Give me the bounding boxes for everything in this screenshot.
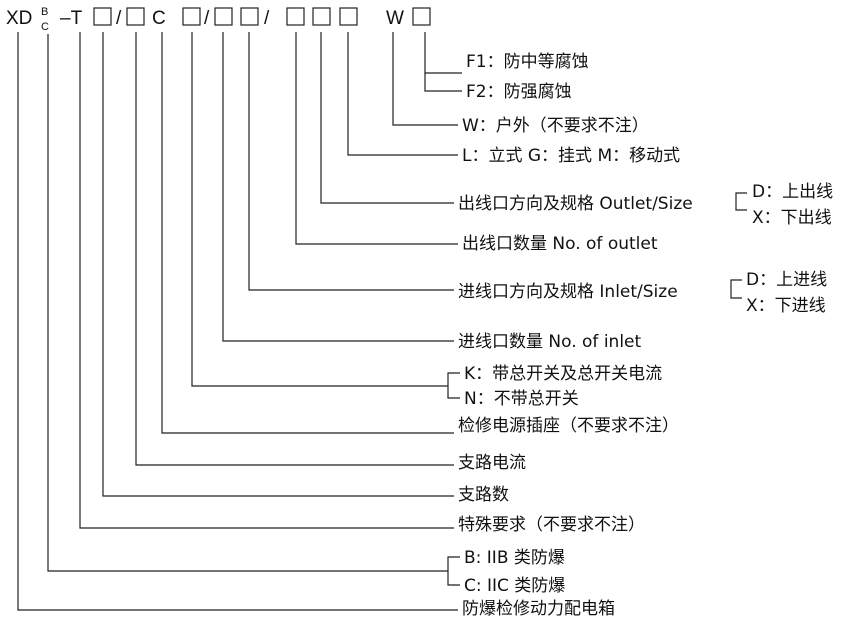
- code-slash-2: /: [204, 8, 210, 29]
- code-box-5: [240, 7, 259, 26]
- leader-special: [79, 32, 454, 529]
- label-outlet-dir: 出线口方向及规格 Outlet/Size: [458, 194, 693, 214]
- code-c-letter: C: [152, 8, 166, 29]
- leader-branch-current: [135, 32, 454, 466]
- model-code-row: XD B C –T / C / / W: [6, 6, 431, 33]
- label-c: C: IIC 类防爆: [464, 576, 565, 596]
- leader-kn: [191, 32, 448, 387]
- code-box-9: [412, 7, 431, 26]
- leader-bc: [47, 34, 448, 572]
- code-box-6: [286, 7, 305, 26]
- leader-socket: [161, 32, 454, 434]
- leader-f: [424, 32, 462, 74]
- labels: F1：防中等腐蚀 F2：防强腐蚀 W：户外（不要求不注） L：立式 G：挂式 M…: [458, 52, 833, 619]
- leader-branch-count: [102, 32, 454, 497]
- bracket-bc: [447, 556, 460, 586]
- label-f2: F2：防强腐蚀: [466, 82, 572, 102]
- label-inlet-num: 进线口数量 No. of inlet: [458, 332, 641, 352]
- label-socket: 检修电源插座（不要求不注）: [458, 416, 679, 436]
- code-box-4: [214, 7, 233, 26]
- code-t-part: –T: [60, 8, 83, 29]
- code-box-8: [339, 7, 358, 26]
- leader-inlet-dir: [248, 32, 454, 291]
- label-branch-count: 支路数: [458, 485, 509, 505]
- label-inlet-dir: 进线口方向及规格 Inlet/Size: [458, 282, 678, 302]
- code-w-letter: W: [386, 8, 404, 29]
- bracket-inlet: [730, 279, 742, 299]
- label-branch-current: 支路电流: [458, 453, 526, 473]
- leader-w: [392, 32, 458, 126]
- code-slash-1: /: [116, 8, 122, 29]
- code-prefix: XD: [6, 8, 32, 29]
- label-special: 特殊要求（不要求不注）: [458, 515, 645, 535]
- leader-lines: [17, 32, 747, 611]
- label-inlet-d: D：上进线: [746, 270, 827, 290]
- leader-inlet-num: [222, 32, 454, 342]
- label-l: L：立式 G：挂式 M：移动式: [462, 146, 680, 166]
- label-f1: F1：防中等腐蚀: [466, 52, 589, 72]
- label-k: K：带总开关及总开关电流: [464, 364, 662, 384]
- leader-product: [17, 32, 458, 611]
- leader-f2: [424, 73, 462, 92]
- bracket-kn: [447, 372, 460, 399]
- leader-outlet-dir: [320, 32, 454, 204]
- code-box-3: [182, 7, 201, 26]
- label-b: B: IIB 类防爆: [464, 548, 565, 568]
- label-outlet-num: 出线口数量 No. of outlet: [462, 234, 658, 254]
- label-product: 防爆检修动力配电箱: [462, 599, 615, 619]
- label-outlet-d: D：上出线: [752, 182, 833, 202]
- code-sup-top: B: [41, 6, 48, 18]
- code-slash-3: /: [264, 8, 270, 29]
- label-inlet-x: X：下进线: [746, 296, 826, 316]
- label-w: W：户外（不要求不注）: [462, 116, 649, 136]
- bracket-outlet: [735, 192, 747, 211]
- code-box-2: [126, 7, 145, 26]
- label-outlet-x: X：下出线: [752, 208, 832, 228]
- code-box-7: [312, 7, 331, 26]
- leader-l: [347, 32, 458, 156]
- label-n: N：不带总开关: [464, 389, 579, 409]
- leader-outlet-num: [295, 32, 458, 245]
- code-sup-bottom: C: [41, 21, 49, 33]
- code-box-1: [93, 7, 112, 26]
